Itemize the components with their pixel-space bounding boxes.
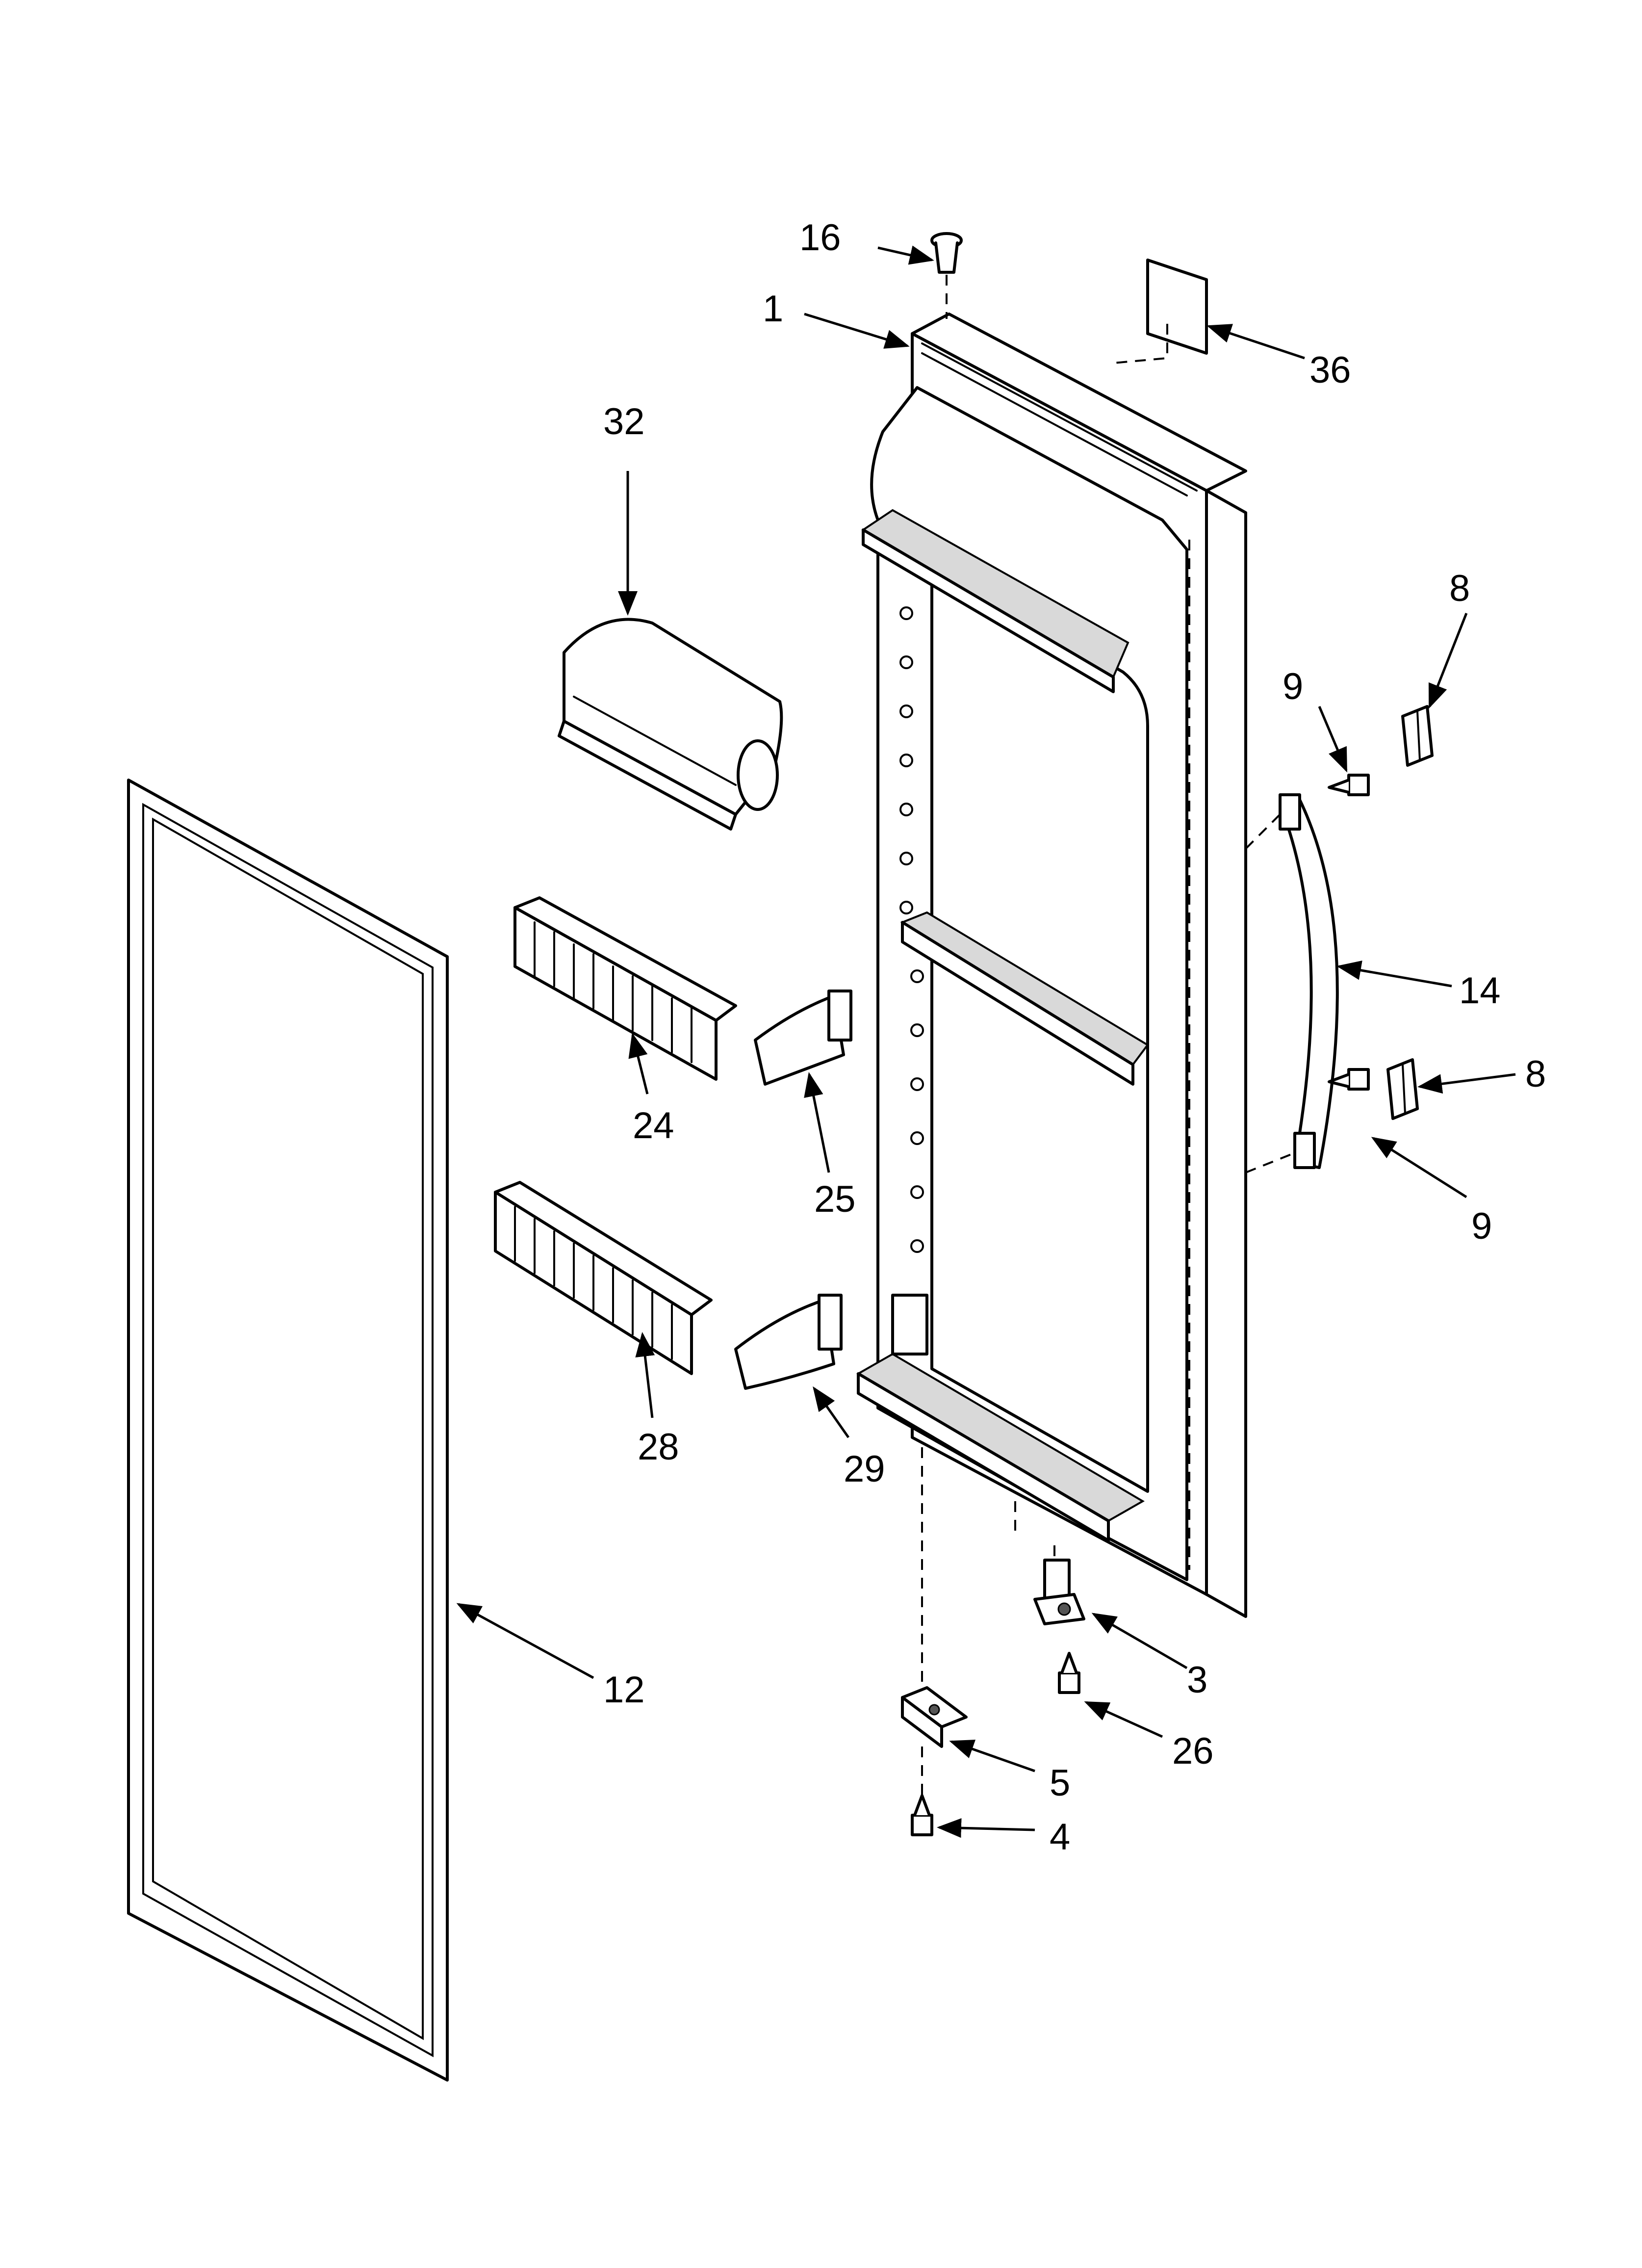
handle-screw-upper [1328,774,1370,796]
door-gasket [127,779,449,2082]
bracket-screw [911,1747,933,1836]
refrigerator-door [856,313,1247,1618]
door-shelf-lower [494,1181,713,1375]
callout-8-upper: 8 [1449,568,1470,609]
callout-9-lower: 9 [1471,1205,1492,1247]
callout-3: 3 [1187,1659,1207,1701]
shelf-end-cap-upper [754,990,852,1086]
dairy-compartment-door [558,618,783,831]
door-handle [1245,793,1339,1173]
callout-8-lower: 8 [1525,1053,1546,1095]
door-label [1113,259,1208,364]
callout-36: 36 [1309,349,1351,391]
door-hinge [1014,1501,1085,1625]
handle-trim-cap-lower [1386,1058,1419,1120]
shelf-end-cap-lower [734,1294,843,1390]
callout-25: 25 [814,1178,856,1220]
callout-26: 26 [1172,1730,1214,1772]
callout-14: 14 [1459,970,1501,1012]
callout-9-upper: 9 [1283,666,1303,707]
callout-16: 16 [799,217,841,259]
door-stop-bracket [901,1447,968,1748]
shelf-adjustment-holes [899,606,924,1253]
handle-trim-cap-upper [1401,705,1434,767]
callout-32: 32 [603,401,645,443]
callout-4: 4 [1050,1816,1070,1858]
callout-1: 1 [763,288,783,330]
callout-29: 29 [844,1448,885,1490]
handle-screw-lower [1328,1068,1370,1091]
callout-5: 5 [1050,1762,1070,1804]
callout-28: 28 [638,1426,679,1468]
door-plug-button [930,232,963,319]
door-shelf-upper [513,896,737,1081]
callout-12: 12 [603,1669,645,1711]
callout-24: 24 [633,1105,674,1147]
leader-lines [456,245,1516,1838]
callout-labels: 16 1 36 32 8 9 14 8 9 24 25 28 29 12 3 2… [603,217,1546,1858]
hinge-screw [1058,1652,1080,1694]
